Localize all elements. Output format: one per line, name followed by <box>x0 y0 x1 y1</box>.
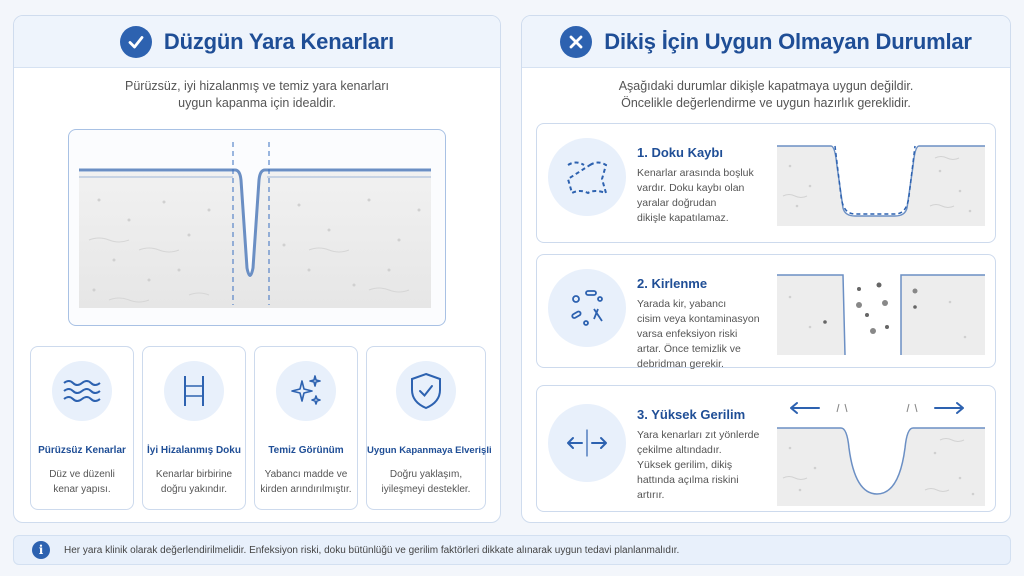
feature-desc: Doğru yaklaşım,iyileşmeyi destekler. <box>381 469 471 495</box>
left-panel: Düzgün Yara Kenarları Pürüzsüz, iyi hiza… <box>13 15 501 523</box>
contamination-icon <box>548 269 626 347</box>
left-panel-header: Düzgün Yara Kenarları <box>14 16 500 68</box>
alignment-icon <box>164 361 224 421</box>
cross-icon <box>560 25 593 58</box>
sparkle-icon <box>276 361 336 421</box>
check-icon <box>119 25 152 58</box>
card-high-tension: 3. Yüksek Gerilim Yara kenarları zıt yön… <box>536 385 996 512</box>
feature-title: İyi Hizalanmış Doku <box>147 445 241 456</box>
tissue-loss-illustration <box>775 136 987 228</box>
right-panel: Dikiş İçin Uygun Olmayan Durumlar Aşağıd… <box>521 15 1011 523</box>
tissue-gap-icon <box>548 138 626 216</box>
clean-wound-illustration <box>68 129 446 326</box>
high-tension-illustration <box>775 398 987 508</box>
card-title: 2. Kirlenme <box>637 276 708 291</box>
card-title: 3. Yüksek Gerilim <box>637 407 746 422</box>
right-subtitle: Aşağıdaki durumlar dikişle kapatmaya uyg… <box>618 79 914 110</box>
feature-title: Pürüzsüz Kenarlar <box>38 445 126 456</box>
feature-title: Temiz Görünüm <box>268 445 344 456</box>
contamination-illustration <box>775 267 987 359</box>
shield-check-icon <box>396 361 456 421</box>
feature-title: Uygun Kapanmaya Elverişli <box>367 445 492 456</box>
card-title: 1. Doku Kaybı <box>637 145 723 160</box>
right-panel-title: Dikiş İçin Uygun Olmayan Durumlar <box>604 28 972 54</box>
feature-card-suitable-closure: Uygun Kapanmaya Elverişli Doğru yaklaşım… <box>366 346 492 510</box>
info-icon: i <box>32 541 50 559</box>
info-footer: i Her yara klinik olarak değerlendirilme… <box>13 535 1011 565</box>
left-subtitle: Pürüzsüz, iyi hizalanmış ve temiz yara k… <box>125 79 389 110</box>
footer-text: Her yara klinik olarak değerlendirilmeli… <box>64 544 680 556</box>
waves-icon <box>52 361 112 421</box>
right-panel-header: Dikiş İçin Uygun Olmayan Durumlar <box>522 16 1010 68</box>
left-panel-title: Düzgün Yara Kenarları <box>163 28 395 54</box>
tension-arrows-icon <box>548 404 626 482</box>
